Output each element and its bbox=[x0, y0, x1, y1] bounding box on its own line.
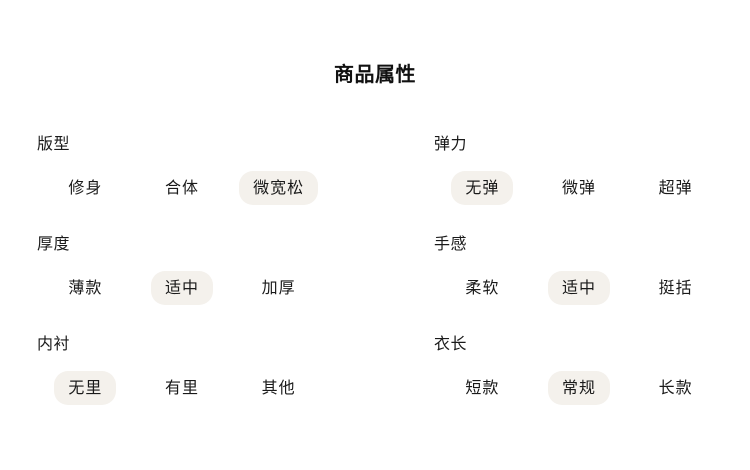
attribute-option[interactable]: 超弹 bbox=[658, 178, 693, 197]
attribute-group: 内衬无里 有里 其他 bbox=[37, 333, 434, 433]
attribute-group: 衣长短款 常规 长款 bbox=[434, 333, 750, 433]
attribute-group-label: 厚度 bbox=[37, 234, 71, 253]
attribute-option-selected[interactable]: 微宽松 bbox=[239, 171, 319, 205]
attribute-option-selected[interactable]: 适中 bbox=[150, 271, 213, 305]
attribute-option[interactable]: 微弹 bbox=[561, 178, 596, 197]
attribute-options-row: 修身 合体 微宽松 bbox=[37, 171, 327, 205]
attribute-group-label: 衣长 bbox=[434, 334, 468, 353]
attribute-option[interactable]: 加厚 bbox=[261, 278, 296, 297]
attribute-option-selected[interactable]: 适中 bbox=[547, 271, 610, 305]
attribute-group-label: 版型 bbox=[37, 134, 71, 153]
attribute-group-label: 内衬 bbox=[37, 334, 71, 353]
attribute-option[interactable]: 其他 bbox=[261, 378, 296, 397]
attribute-options-row: 短款 常规 长款 bbox=[434, 371, 724, 405]
attribute-option[interactable]: 柔软 bbox=[465, 278, 500, 297]
attribute-option[interactable]: 合体 bbox=[164, 178, 199, 197]
attribute-group: 版型修身 合体 微宽松 bbox=[37, 133, 434, 233]
attribute-group: 手感柔软 适中 挺括 bbox=[434, 233, 750, 333]
attribute-group: 弹力无弹 微弹 超弹 bbox=[434, 133, 750, 233]
attribute-option[interactable]: 短款 bbox=[465, 378, 500, 397]
attribute-option[interactable]: 修身 bbox=[68, 178, 103, 197]
attribute-option[interactable]: 薄款 bbox=[68, 278, 103, 297]
attribute-group: 厚度薄款 适中 加厚 bbox=[37, 233, 434, 333]
attribute-options-row: 无弹 微弹 超弹 bbox=[434, 171, 724, 205]
attribute-option-selected[interactable]: 无里 bbox=[54, 371, 117, 405]
page-title: 商品属性 bbox=[334, 62, 416, 86]
attribute-option[interactable]: 挺括 bbox=[658, 278, 693, 297]
attribute-option-selected[interactable]: 无弹 bbox=[451, 171, 514, 205]
attribute-option[interactable]: 长款 bbox=[658, 378, 693, 397]
attribute-options-row: 柔软 适中 挺括 bbox=[434, 271, 724, 305]
attribute-options-row: 无里 有里 其他 bbox=[37, 371, 327, 405]
attribute-grid: 版型修身 合体 微宽松 弹力无弹 微弹 超弹厚度薄款 适中 加厚 手感柔软 适中 挺括内衬无里 有里 其… bbox=[0, 133, 750, 433]
attribute-group-label: 手感 bbox=[434, 234, 468, 253]
attribute-group-label: 弹力 bbox=[434, 134, 468, 153]
attribute-options-row: 薄款 适中 加厚 bbox=[37, 271, 327, 305]
attribute-option[interactable]: 有里 bbox=[164, 378, 199, 397]
attribute-option-selected[interactable]: 常规 bbox=[547, 371, 610, 405]
